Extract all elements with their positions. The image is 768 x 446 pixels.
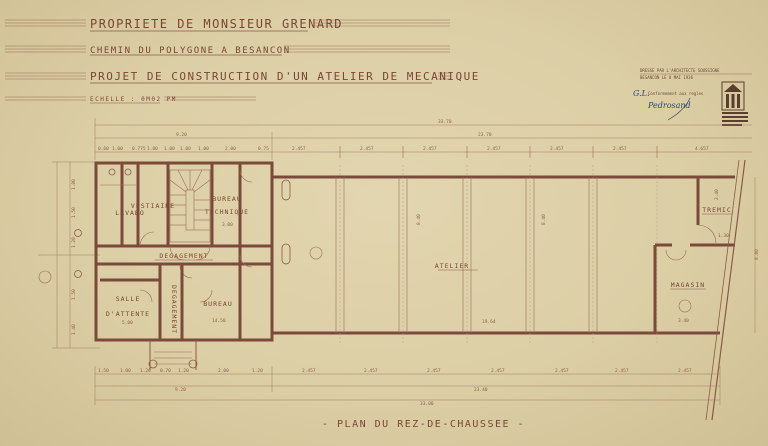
svg-text:1.20: 1.20 [252,368,263,374]
initials: G.L. [633,89,650,98]
svg-text:14.50: 14.50 [212,318,226,324]
room-label-salle: SALLE [116,295,141,303]
svg-text:2.00: 2.00 [218,368,229,374]
room-label-degagement: DEGAGEMENT [159,252,208,260]
architects-union-logo-icon [721,81,748,126]
office-block: BUREAU TECHNIQUE 3.00 VESTIAIRE LAVABO D… [94,161,274,370]
atelier-width-bottom: 23.40 [474,387,488,393]
address-title: CHEMIN DU POLYGONE A BESANCON [90,46,291,56]
svg-text:1.00: 1.00 [112,146,123,152]
atelier-width-top: 23.70 [478,132,492,138]
left-block-width-top: 9.20 [176,132,187,138]
svg-text:1.20: 1.20 [178,368,189,374]
svg-text:8.40: 8.40 [416,214,422,225]
svg-text:1.50: 1.50 [71,207,77,218]
stamp-line-1: DRESSE PAR L'ARCHITECTE SOUSSIGNE [640,68,720,73]
atelier-block: ATELIER 19.64 8.40 8.40 [272,165,735,345]
room-label-bureau: BUREAU [203,300,232,308]
door-swings [139,169,253,303]
room-label-magasin: MAGASIN [671,281,705,289]
owner-title: PROPRIETE DE MONSIEUR GRENARD [90,17,343,31]
svg-text:19.64: 19.64 [482,319,496,325]
project-title: PROJET DE CONSTRUCTION D'UN ATELIER DE M… [90,70,480,83]
svg-text:1.00: 1.00 [120,368,131,374]
stamp-line-2: BESANCON LE 8 MAI 1936 [640,75,694,80]
svg-text:3.00: 3.00 [222,222,233,228]
title-block: PROPRIETE DE MONSIEUR GRENARD CHEMIN DU … [5,17,480,104]
svg-text:2.457: 2.457 [302,368,316,374]
svg-text:2.00: 2.00 [225,146,236,152]
room-label-atelier: ATELIER [435,262,469,270]
survey-point-icon [38,270,52,284]
svg-text:0.75: 0.75 [258,146,269,152]
svg-text:2.457: 2.457 [487,146,501,152]
svg-text:2.457: 2.457 [678,368,692,374]
svg-text:2.457: 2.457 [360,146,374,152]
wc-fixture-icon [108,168,116,176]
room-label-degagement-vertical: DEGAGEMENT [170,285,178,334]
svg-text:1.30: 1.30 [718,233,729,239]
svg-text:4.657: 4.657 [695,146,709,152]
room-label-tremic: TREMIC [702,206,731,214]
svg-text:0.70: 0.70 [160,368,171,374]
stamp-note: Conformement aux regles [648,91,704,96]
left-dimensions: 1.80 1.50 1.20 1.50 1.40 [38,161,100,349]
svg-text:1.00: 1.00 [180,146,191,152]
svg-text:1.00: 1.00 [164,146,175,152]
svg-text:2.457: 2.457 [491,368,505,374]
svg-text:1.50: 1.50 [98,368,109,374]
svg-text:1.20: 1.20 [71,237,77,248]
svg-text:2.457: 2.457 [550,146,564,152]
svg-text:2.457: 2.457 [364,368,378,374]
entrance-porch [148,340,198,370]
svg-text:8.40: 8.40 [541,214,547,225]
svg-text:1.80: 1.80 [147,146,158,152]
room-label-attente: D'ATTENTE [106,310,150,318]
svg-text:8.80: 8.80 [754,249,760,260]
overall-width-bottom: 33.00 [420,401,434,407]
svg-text:2.457: 2.457 [423,146,437,152]
svg-text:2.40: 2.40 [714,189,720,200]
architect-stamp: DRESSE PAR L'ARCHITECTE SOUSSIGNE BESANC… [633,68,752,126]
svg-text:5.00: 5.00 [122,320,133,326]
room-label-bureau-technique: BUREAU [212,195,241,203]
svg-text:0.60: 0.60 [98,146,109,152]
svg-text:1.80: 1.80 [71,179,77,190]
room-label-vestiaire: VESTIAIRE [131,202,175,210]
top-dimensions: 33.70 9.20 23.70 2.457 2.457 2.457 2.457… [94,118,752,160]
overall-width-top: 33.70 [438,119,452,125]
svg-text:2.457: 2.457 [555,368,569,374]
signature: Pedrosand [647,101,691,110]
svg-text:TECHNIQUE: TECHNIQUE [205,208,249,216]
staircase-icon [169,169,211,243]
svg-text:2.457: 2.457 [613,146,627,152]
svg-text:2.457: 2.457 [427,368,441,374]
wc-fixture-icon [124,168,132,176]
svg-text:3.40: 3.40 [678,318,689,324]
svg-text:0.775: 0.775 [132,146,146,152]
svg-text:1.20: 1.20 [140,368,151,374]
plan-caption: - PLAN DU REZ-DE-CHAUSSEE - [322,419,525,430]
magasin-block: TREMIC MAGASIN 3.40 1.30 2.40 8.80 [653,159,760,421]
svg-text:1.50: 1.50 [71,289,77,300]
svg-text:2.457: 2.457 [292,146,306,152]
room-label-lavabo: LAVABO [115,209,144,217]
svg-text:2.457: 2.457 [615,368,629,374]
svg-text:1.40: 1.40 [71,324,77,335]
svg-text:1.00: 1.00 [198,146,209,152]
scale-label: ECHELLE : 0M02 PM [90,96,177,103]
bottom-dimensions: 1.50 1.00 1.20 0.70 1.20 2.00 1.20 2.457… [94,366,721,407]
left-block-width-bottom: 9.20 [175,387,186,393]
